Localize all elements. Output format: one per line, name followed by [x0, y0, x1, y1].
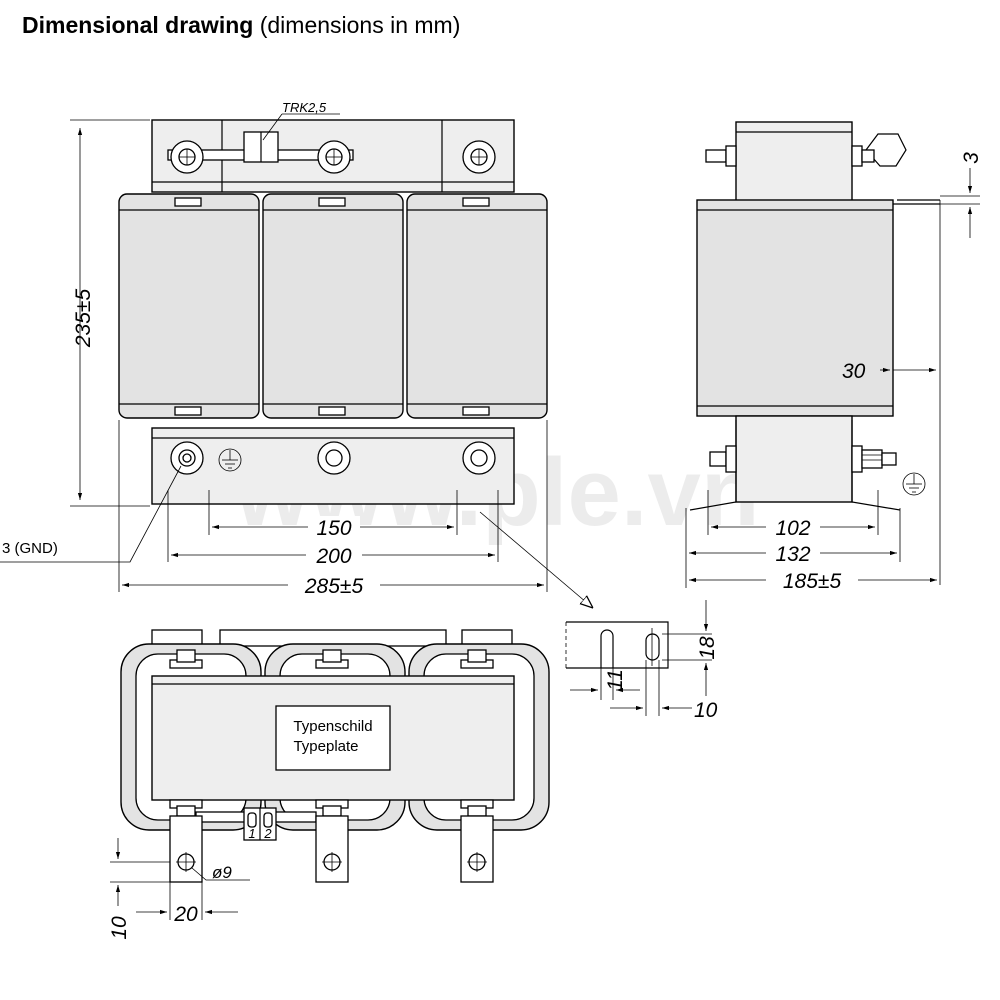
coil-1 [118, 193, 260, 419]
dim-depth: 185±5 [783, 570, 842, 593]
coil-3 [406, 193, 548, 419]
ground-symbol-icon [218, 448, 242, 472]
page-title: Dimensional drawing (dimensions in mm) [22, 12, 460, 39]
coil-2 [262, 193, 404, 419]
terminal-2: 2 [263, 826, 272, 841]
dim-10-slot: 10 [694, 699, 718, 722]
top-view: Typenschild Typeplate 1 2 ø9 10 [108, 629, 550, 940]
dim-102: 102 [775, 517, 810, 540]
dim-width: 285±5 [304, 575, 364, 598]
tv-bolt-1 [169, 649, 203, 669]
dim-150: 150 [316, 517, 351, 540]
front-view: TRK2,5 3 (GND) 235±5 [0, 100, 593, 608]
terminal-1: 1 [248, 826, 255, 841]
top-bolt-1 [170, 140, 204, 174]
side-nut-tl [705, 145, 737, 167]
side-nut-bl [709, 445, 737, 473]
bottom-bolt-3 [462, 441, 496, 475]
gnd-label: 3 (GND) [2, 540, 58, 557]
dim-200: 200 [315, 545, 351, 568]
foot-2 [315, 815, 349, 883]
dim-11: 11 [604, 669, 627, 691]
dim-30: 30 [842, 360, 866, 383]
dim-3: 3 [960, 152, 983, 164]
bottom-bolt-2 [317, 441, 351, 475]
tv-bolt-2 [315, 649, 349, 669]
typeplate-label-2: Typeplate [293, 738, 358, 755]
side-top-bracket [735, 121, 853, 207]
typeplate-box [275, 705, 391, 771]
side-nut-br [851, 445, 897, 473]
dim-height: 235±5 [72, 289, 95, 349]
tv-bolt-3 [460, 649, 494, 669]
terminal-block-1-2: 1 2 [243, 807, 277, 841]
foot-3 [460, 815, 494, 883]
title-rest: (dimensions in mm) [253, 12, 461, 38]
terminal-label: TRK2,5 [282, 100, 327, 115]
bottom-bolt-1 [170, 441, 204, 475]
dim-10: 10 [108, 916, 131, 940]
side-coil [696, 199, 894, 417]
side-bottom-bracket [735, 415, 853, 503]
typeplate-label-1: Typenschild [293, 718, 372, 735]
slot-detail: 18 11 10 [565, 600, 719, 722]
dim-132: 132 [775, 543, 810, 566]
dim-18: 18 [696, 636, 719, 660]
dim-20: 20 [173, 903, 198, 926]
side-view: 3 30 102 132 185±5 [685, 121, 983, 593]
dim-hole: ø9 [212, 863, 232, 882]
side-nut-tr [851, 145, 875, 167]
title-bold: Dimensional drawing [22, 12, 254, 38]
top-bolt-3 [462, 140, 496, 174]
top-bolt-2 [317, 140, 351, 174]
foot-1 [169, 815, 203, 883]
side-ground-symbol-icon [902, 472, 926, 496]
